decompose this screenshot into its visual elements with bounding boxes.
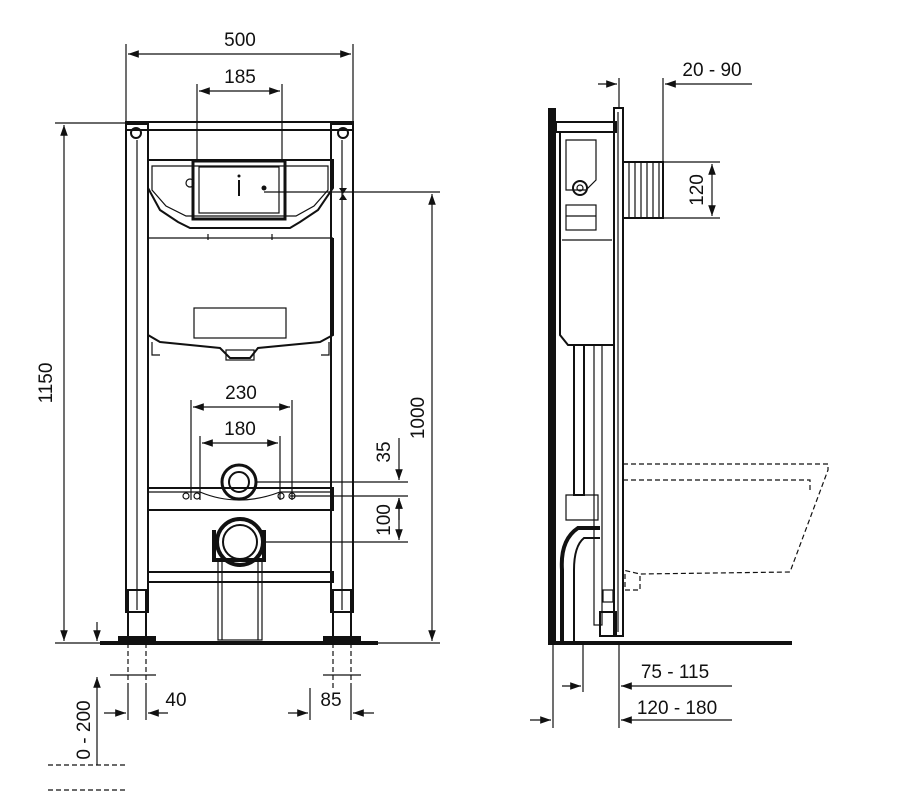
toilet-pan-outline (622, 463, 829, 591)
mounting-bar (147, 487, 334, 583)
dim-bolt-inner: 180 (224, 419, 256, 440)
dim-foot-left: 40 (165, 690, 186, 711)
dim-pipe-offset: 35 (374, 441, 395, 462)
cistern (147, 159, 334, 361)
dim-foot-right: 85 (320, 690, 341, 711)
flush-pipe (220, 463, 258, 501)
dim-button-height: 1000 (408, 397, 429, 439)
dim-button-plate: 185 (224, 67, 256, 88)
drain-pipe (212, 517, 266, 641)
side-frame (555, 107, 624, 642)
back-wall (548, 108, 556, 643)
dim-total-height: 1150 (36, 363, 57, 404)
dim-width: 500 (224, 30, 256, 51)
dim-foot-adjust: 0 - 200 (74, 700, 95, 759)
frame-feet (110, 589, 361, 688)
dim-flush-pipe: 120 (687, 174, 708, 206)
dim-depth-max: 120 - 180 (637, 698, 717, 719)
front-view: 500 185 1150 1000 230 180 (36, 30, 440, 791)
dim-bolt-outer: 230 (225, 383, 257, 404)
dim-pipe-spacing: 100 (374, 504, 395, 536)
dim-wall-depth: 20 - 90 (682, 60, 741, 81)
side-view: 20 - 90 120 75 - 115 120 - 180 (530, 60, 829, 728)
dim-depth-min: 75 - 115 (641, 662, 709, 683)
frame-uprights (125, 121, 354, 613)
flush-inlet (622, 161, 664, 219)
